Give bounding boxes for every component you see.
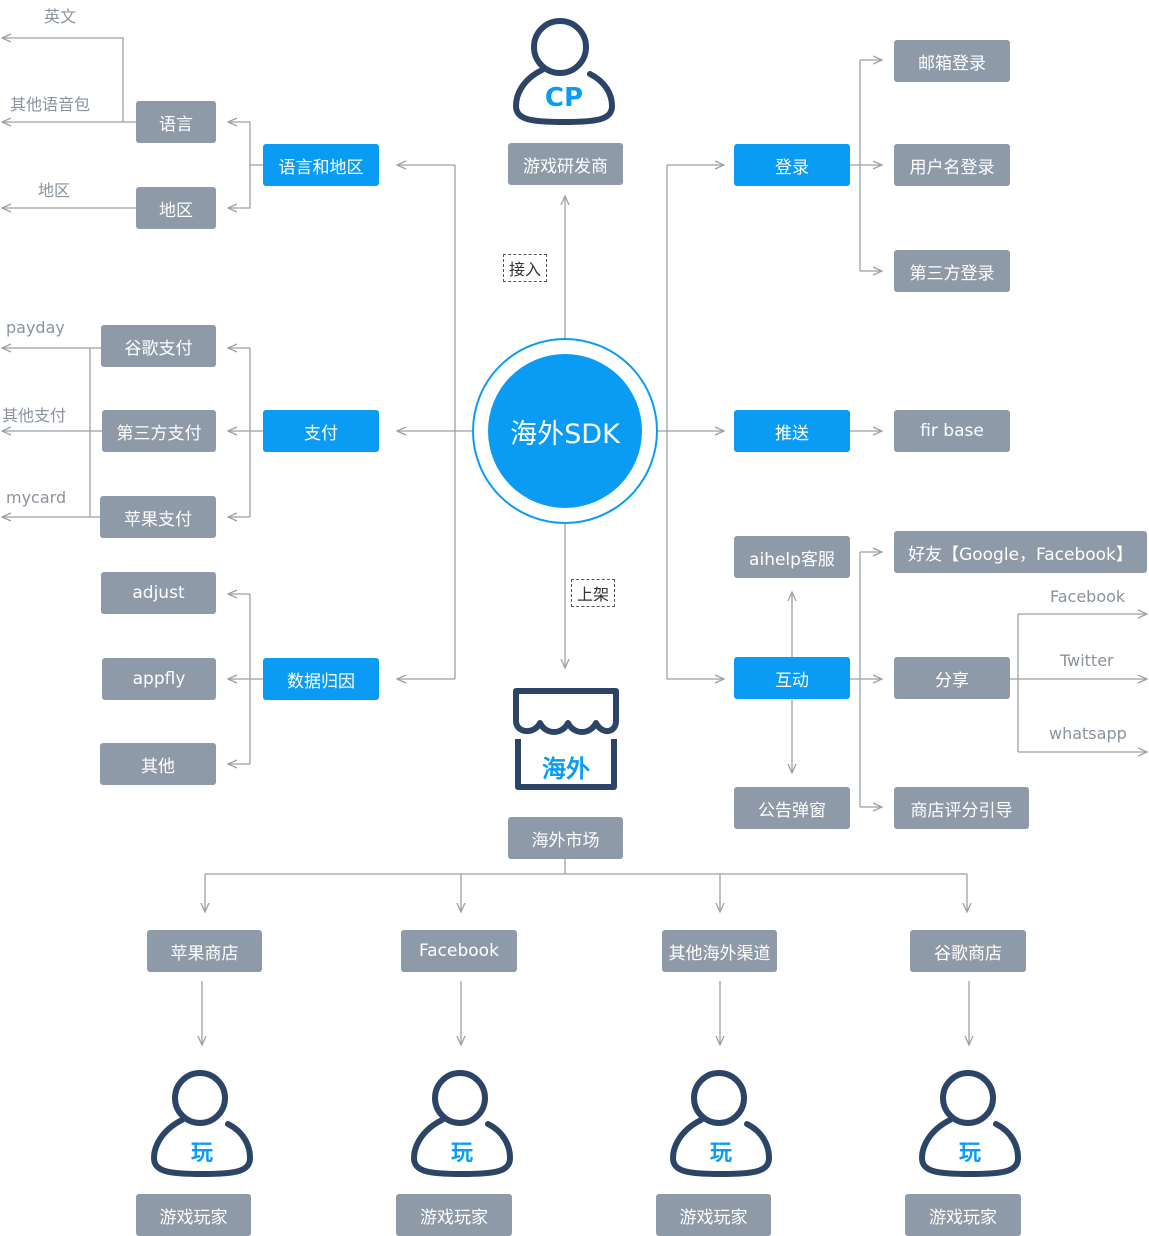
login-node[interactable]: 登录 [734,144,850,186]
firebase-node[interactable]: fir base [894,410,1010,452]
aihelp-support-node[interactable]: aihelp客服 [734,536,850,578]
player-icon-text: 玩 [451,1141,473,1166]
store-facebook[interactable]: Facebook [401,930,517,972]
share-target-twitter: Twitter [1060,651,1114,670]
username-login-node[interactable]: 用户名登录 [894,144,1010,186]
player-person-icon: 玩 [150,1070,254,1178]
player-person-icon: 玩 [410,1070,514,1178]
apple-pay-node[interactable]: 苹果支付 [100,496,216,538]
player-person-icon: 玩 [918,1070,1022,1178]
shop-icon: 海外 [513,688,619,790]
interaction-node[interactable]: 互动 [734,657,850,699]
store-rating-node[interactable]: 商店评分引导 [894,787,1029,829]
sdk-label: 海外SDK [488,354,642,508]
language-node[interactable]: 语言 [136,101,216,143]
game-player-node[interactable]: 游戏玩家 [656,1194,771,1236]
shop-icon-text: 海外 [542,755,590,783]
third-party-login-node[interactable]: 第三方登录 [894,250,1010,292]
store-google[interactable]: 谷歌商店 [910,930,1026,972]
attribution-node[interactable]: 数据归因 [263,658,379,700]
language-region-node[interactable]: 语言和地区 [263,144,379,186]
game-player-node[interactable]: 游戏玩家 [136,1194,251,1236]
overseas-sdk-center[interactable]: 海外SDK [472,338,658,524]
region-node[interactable]: 地区 [136,187,216,229]
leaf-english: 英文 [44,7,77,26]
share-node[interactable]: 分享 [894,657,1010,699]
store-other-overseas[interactable]: 其他海外渠道 [662,930,777,972]
google-pay-node[interactable]: 谷歌支付 [101,325,216,367]
push-node[interactable]: 推送 [734,410,850,452]
edge-label-publish: 上架 [571,579,616,607]
leaf-region: 地区 [38,181,71,200]
appfly-node[interactable]: appfly [102,658,216,700]
player-icon-text: 玩 [191,1141,213,1166]
developer-node[interactable]: 游戏研发商 [508,143,623,185]
game-player-node[interactable]: 游戏玩家 [396,1194,512,1236]
other-attribution-node[interactable]: 其他 [100,743,216,785]
developer-person-icon: CP [512,18,616,126]
friends-node[interactable]: 好友【Google，Facebook】 [894,531,1147,573]
payment-node[interactable]: 支付 [263,410,379,452]
email-login-node[interactable]: 邮箱登录 [894,40,1010,82]
leaf-mycard: mycard [6,488,67,507]
adjust-node[interactable]: adjust [101,572,216,614]
developer-icon-text: CP [545,83,583,113]
player-icon-text: 玩 [959,1141,981,1166]
third-party-pay-node[interactable]: 第三方支付 [102,410,216,452]
leaf-other-pay: 其他支付 [2,406,67,425]
leaf-other-voice-packs: 其他语音包 [10,95,91,114]
edge-label-integrate: 接入 [503,254,548,282]
game-player-node[interactable]: 游戏玩家 [905,1194,1021,1236]
overseas-market-node[interactable]: 海外市场 [508,817,623,859]
player-icon-text: 玩 [710,1141,732,1166]
store-apple[interactable]: 苹果商店 [147,930,262,972]
player-person-icon: 玩 [669,1070,773,1178]
share-target-facebook: Facebook [1050,587,1126,606]
leaf-payday: payday [6,318,65,337]
share-target-whatsapp: whatsapp [1049,724,1127,743]
announcement-popup-node[interactable]: 公告弹窗 [734,787,850,829]
